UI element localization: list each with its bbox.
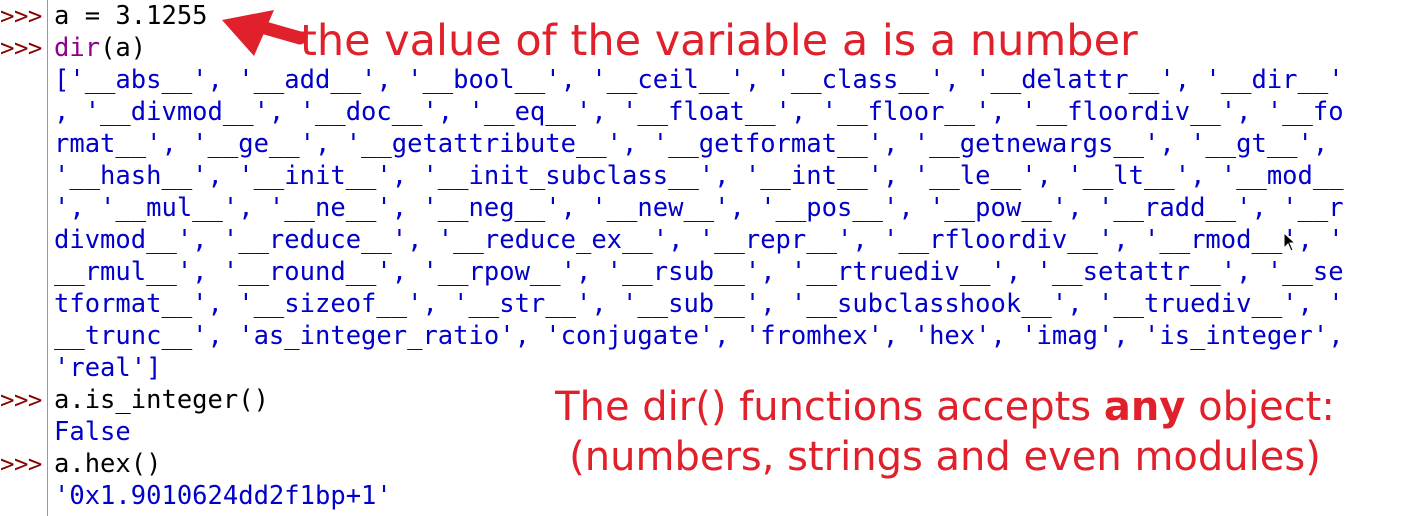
annotation-emphasis: any	[1103, 384, 1186, 430]
dir-output-line: 'real']	[54, 353, 162, 383]
gutter-divider	[47, 0, 48, 516]
shell-prompt: >>>	[0, 450, 42, 478]
prompt-gutter: >>> >>> >>> >>>	[0, 0, 46, 516]
mouse-cursor-icon	[1283, 232, 1297, 252]
red-arrow-icon	[222, 10, 307, 56]
annotation-bottom-line1: The dir() functions accepts any object:	[530, 382, 1360, 432]
shell-prompt: >>>	[0, 2, 42, 30]
dir-output-line: ', '__mul__', '__ne__', '__neg__', '__ne…	[54, 193, 1344, 223]
input-line-hex: a.hex()	[54, 449, 162, 479]
call-args: (a)	[100, 33, 147, 63]
annotation-text: object:	[1185, 384, 1335, 430]
dir-output-line: __rmul__', '__round__', '__rpow__', '__r…	[54, 257, 1344, 287]
output-line-hex: '0x1.9010624dd2f1bp+1'	[54, 481, 392, 511]
builtin-name: dir	[54, 33, 101, 63]
input-line-assignment: a = 3.1255	[54, 1, 208, 31]
dir-output-line: '__hash__', '__init__', '__init_subclass…	[54, 161, 1344, 191]
annotation-bottom-line2: (numbers, strings and even modules)	[569, 434, 1321, 480]
dir-output-line: __trunc__', 'as_integer_ratio', 'conjuga…	[54, 321, 1344, 351]
dir-output-line: divmod__', '__reduce__', '__reduce_ex__'…	[54, 225, 1344, 255]
dir-output-line: ['__abs__', '__add__', '__bool__', '__ce…	[54, 65, 1344, 95]
dir-output-line: , '__divmod__', '__doc__', '__eq__', '__…	[54, 97, 1344, 127]
shell-text-area[interactable]: a = 3.1255 dir(a) ['__abs__', '__add__',…	[54, 0, 1399, 512]
input-line-dir: dir(a)	[54, 32, 1399, 64]
dir-output-line: rmat__', '__ge__', '__getattribute__', '…	[54, 129, 1329, 159]
annotation-top: the value of the variable a is a number	[300, 16, 1138, 66]
input-line-is-integer: a.is_integer()	[54, 385, 269, 415]
shell-prompt: >>>	[0, 34, 42, 62]
shell-prompt: >>>	[0, 386, 42, 414]
annotation-text: The dir() functions accepts	[555, 384, 1104, 430]
output-line-false: False	[54, 417, 131, 447]
annotation-bottom: The dir() functions accepts any object: …	[530, 382, 1360, 482]
dir-output-line: tformat__', '__sizeof__', '__str__', '__…	[54, 289, 1344, 319]
